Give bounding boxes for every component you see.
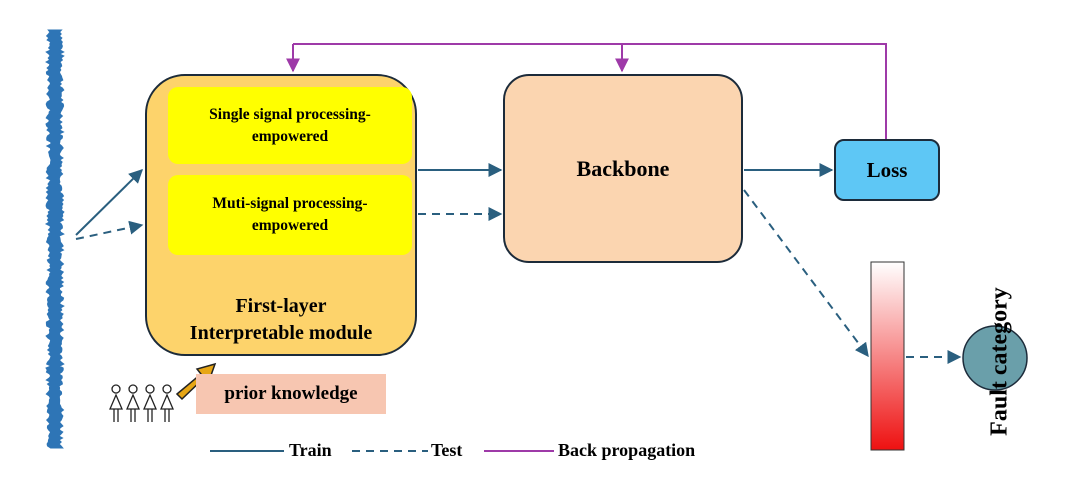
first-layer-module: Single signal processing- empowered Muti… bbox=[145, 74, 417, 356]
back-propagation-path bbox=[286, 43, 887, 139]
signal-waveform bbox=[44, 29, 65, 449]
single-signal-label-line1: Single signal processing- bbox=[209, 105, 371, 123]
train-input-arrow bbox=[75, 169, 143, 236]
legend-test-label: Test bbox=[431, 440, 463, 460]
first-layer-title: First-layer Interpretable module bbox=[145, 293, 417, 347]
multi-signal-label-line1: Muti-signal processing- bbox=[212, 195, 368, 212]
test-input-arrow bbox=[75, 220, 144, 240]
loss-box: Loss bbox=[834, 139, 940, 201]
people-icon bbox=[109, 384, 174, 422]
first-layer-title-line2: Interpretable module bbox=[189, 322, 373, 344]
fault-category-label: Fault category bbox=[986, 287, 1013, 436]
loss-label: Loss bbox=[866, 157, 908, 182]
multi-signal-module: Muti-signal processing- empowered bbox=[168, 175, 412, 255]
output-gradient-bar bbox=[870, 261, 905, 451]
single-signal-label-line2: empowered bbox=[251, 127, 329, 145]
test-to-output-arrow bbox=[743, 189, 869, 358]
legend-train-label: Train bbox=[289, 440, 332, 460]
single-signal-module: Single signal processing- empowered bbox=[168, 87, 412, 164]
multi-signal-label-line2: empowered bbox=[251, 217, 329, 234]
backbone-box: Backbone bbox=[503, 74, 743, 263]
prior-knowledge-box: prior knowledge bbox=[196, 374, 386, 414]
prior-knowledge-label: prior knowledge bbox=[224, 383, 358, 404]
backbone-label: Backbone bbox=[576, 155, 670, 181]
first-layer-title-line1: First-layer bbox=[235, 295, 327, 317]
legend-backprop-label: Back propagation bbox=[558, 440, 696, 460]
fault-category-circle bbox=[962, 325, 1028, 391]
